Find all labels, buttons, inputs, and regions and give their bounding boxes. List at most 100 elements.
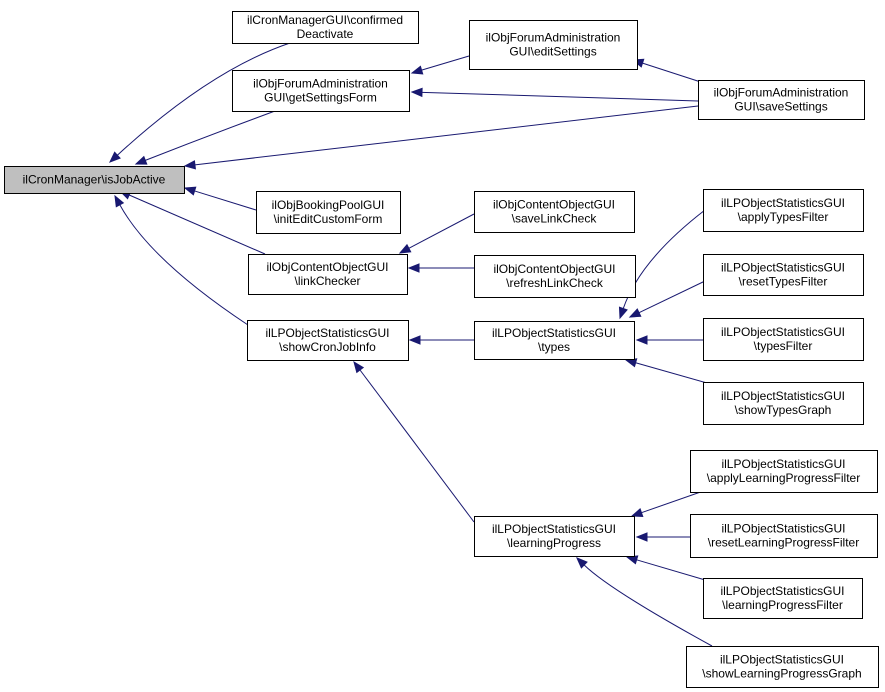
edge-getSettingsForm-to-root bbox=[134, 110, 276, 165]
node-label-line: GUI\saveSettings bbox=[734, 100, 827, 114]
node-label-line: ilObjContentObjectGUI bbox=[266, 260, 388, 274]
edge-line bbox=[117, 42, 291, 156]
edge-arrowhead bbox=[618, 306, 628, 320]
edge-resetLearningProgressFilter-to-learningProgress bbox=[635, 532, 690, 542]
node-label-line: ilLPObjectStatisticsGUI bbox=[720, 653, 844, 667]
node-box bbox=[703, 189, 864, 232]
edge-arrowhead bbox=[114, 194, 125, 208]
node-applyLearningProgressFilter[interactable]: ilLPObjectStatisticsGUI\applyLearningPro… bbox=[690, 450, 878, 493]
node-saveLinkCheck[interactable]: ilObjContentObjectGUI\saveLinkCheck bbox=[474, 191, 635, 233]
node-box bbox=[248, 254, 408, 295]
node-box bbox=[690, 450, 878, 493]
edge-linkChecker-to-root bbox=[118, 190, 266, 255]
node-label-line: \showCronJobInfo bbox=[279, 340, 376, 354]
node-box bbox=[232, 70, 410, 112]
edge-resetTypesFilter-to-types bbox=[628, 280, 706, 318]
node-applyTypesFilter[interactable]: ilLPObjectStatisticsGUI\applyTypesFilter bbox=[703, 189, 864, 232]
node-box bbox=[474, 255, 636, 298]
edge-learningProgressFilter-to-learningProgress bbox=[625, 555, 713, 583]
edge-line bbox=[128, 194, 266, 255]
node-label-line: ilObjForumAdministration bbox=[253, 77, 388, 91]
node-label-line: \applyLearningProgressFilter bbox=[707, 471, 860, 485]
edge-arrowhead bbox=[183, 160, 196, 170]
edge-saveSettings-to-getSettingsForm bbox=[410, 87, 699, 102]
edge-line bbox=[194, 105, 699, 166]
node-root[interactable]: ilCronManager\isJobActive bbox=[4, 166, 185, 194]
node-showCronJobInfo[interactable]: ilLPObjectStatisticsGUI\showCronJobInfo bbox=[247, 320, 409, 361]
node-label-line: ilLPObjectStatisticsGUI bbox=[492, 522, 616, 536]
edge-arrowhead bbox=[407, 263, 420, 273]
node-box bbox=[698, 80, 865, 120]
edge-saveSettings-to-root bbox=[183, 105, 699, 170]
node-showLearningProgressGraph[interactable]: ilLPObjectStatisticsGUI\showLearningProg… bbox=[686, 646, 879, 688]
node-layer: ilCronManager\isJobActive ilCronManagerGU… bbox=[4, 11, 879, 688]
node-label-line: \showLearningProgressGraph bbox=[702, 667, 861, 681]
node-label-line: GUI\editSettings bbox=[509, 45, 596, 59]
node-label-line: \learningProgress bbox=[507, 536, 601, 550]
edge-arrowhead bbox=[109, 151, 121, 163]
node-label-line: \refreshLinkCheck bbox=[506, 276, 604, 290]
node-label-line: ilLPObjectStatisticsGUI bbox=[721, 389, 845, 403]
edge-line bbox=[635, 362, 708, 384]
node-label-line: ilLPObjectStatisticsGUI bbox=[721, 457, 845, 471]
edge-arrowhead bbox=[408, 335, 421, 345]
node-label-line: ilLPObjectStatisticsGUI bbox=[721, 196, 845, 210]
node-learningProgress[interactable]: ilLPObjectStatisticsGUI\learningProgress bbox=[474, 516, 635, 557]
edge-arrowhead bbox=[635, 532, 648, 542]
edge-line bbox=[194, 190, 257, 211]
node-label-line: \showTypesGraph bbox=[735, 403, 832, 417]
edge-refreshLinkCheck-to-linkChecker bbox=[407, 263, 474, 273]
node-resetLearningProgressFilter[interactable]: ilLPObjectStatisticsGUI\resetLearningPro… bbox=[690, 514, 878, 558]
node-label-line: ilObjContentObjectGUI bbox=[493, 198, 615, 212]
node-initEditCustomForm[interactable]: ilObjBookingPoolGUI\initEditCustomForm bbox=[256, 191, 401, 234]
node-label-line: \initEditCustomForm bbox=[274, 212, 383, 226]
node-label-line: ilLPObjectStatisticsGUI bbox=[721, 325, 845, 339]
node-typesFilter[interactable]: ilLPObjectStatisticsGUI\typesFilter bbox=[703, 318, 864, 361]
node-label-line: \saveLinkCheck bbox=[512, 212, 598, 226]
edge-arrowhead bbox=[628, 308, 642, 318]
node-getSettingsForm[interactable]: ilObjForumAdministrationGUI\getSettingsF… bbox=[232, 70, 410, 112]
node-resetTypesFilter[interactable]: ilLPObjectStatisticsGUI\resetTypesFilter bbox=[703, 254, 864, 296]
edge-arrowhead bbox=[134, 155, 148, 165]
node-label-line: ilObjBookingPoolGUI bbox=[272, 198, 385, 212]
node-label-line: \types bbox=[538, 340, 570, 354]
node-refreshLinkCheck[interactable]: ilObjContentObjectGUI\refreshLinkCheck bbox=[474, 255, 636, 298]
node-linkChecker[interactable]: ilObjContentObjectGUI\linkChecker bbox=[248, 254, 408, 295]
edge-line bbox=[583, 564, 713, 647]
node-label-line: ilLPObjectStatisticsGUI bbox=[720, 584, 844, 598]
edge-initEditCustomForm-to-root bbox=[183, 186, 257, 211]
node-box bbox=[4, 166, 185, 194]
node-showTypesGraph[interactable]: ilLPObjectStatisticsGUI\showTypesGraph bbox=[703, 382, 864, 425]
node-label-line: \learningProgressFilter bbox=[722, 598, 843, 612]
edge-arrowhead bbox=[625, 555, 639, 565]
node-box bbox=[232, 11, 419, 44]
node-label-line: ilObjContentObjectGUI bbox=[493, 262, 615, 276]
node-box bbox=[703, 382, 864, 425]
edge-line bbox=[119, 204, 249, 326]
node-box bbox=[703, 578, 863, 619]
edge-line bbox=[421, 55, 470, 71]
node-label-line: ilLPObjectStatisticsGUI bbox=[721, 522, 845, 536]
edge-arrowhead bbox=[410, 65, 424, 75]
edge-showTypesGraph-to-types bbox=[624, 358, 708, 384]
edge-line bbox=[359, 369, 475, 523]
edge-arrowhead bbox=[353, 360, 365, 374]
node-learningProgressFilter[interactable]: ilLPObjectStatisticsGUI\learningProgress… bbox=[703, 578, 863, 619]
edge-arrowhead bbox=[576, 557, 588, 569]
edge-arrowhead bbox=[635, 335, 648, 345]
edge-arrowhead bbox=[624, 358, 638, 368]
node-label-line: \linkChecker bbox=[294, 274, 360, 288]
node-types[interactable]: ilLPObjectStatisticsGUI\types bbox=[474, 321, 635, 360]
node-label-line: \resetTypesFilter bbox=[739, 275, 828, 289]
node-box bbox=[690, 514, 878, 558]
node-box bbox=[474, 321, 635, 360]
node-label-line: ilLPObjectStatisticsGUI bbox=[492, 326, 616, 340]
edge-line bbox=[145, 110, 276, 161]
edge-arrowhead bbox=[398, 243, 412, 254]
node-label-line: ilLPObjectStatisticsGUI bbox=[721, 261, 845, 275]
node-box bbox=[256, 191, 401, 234]
